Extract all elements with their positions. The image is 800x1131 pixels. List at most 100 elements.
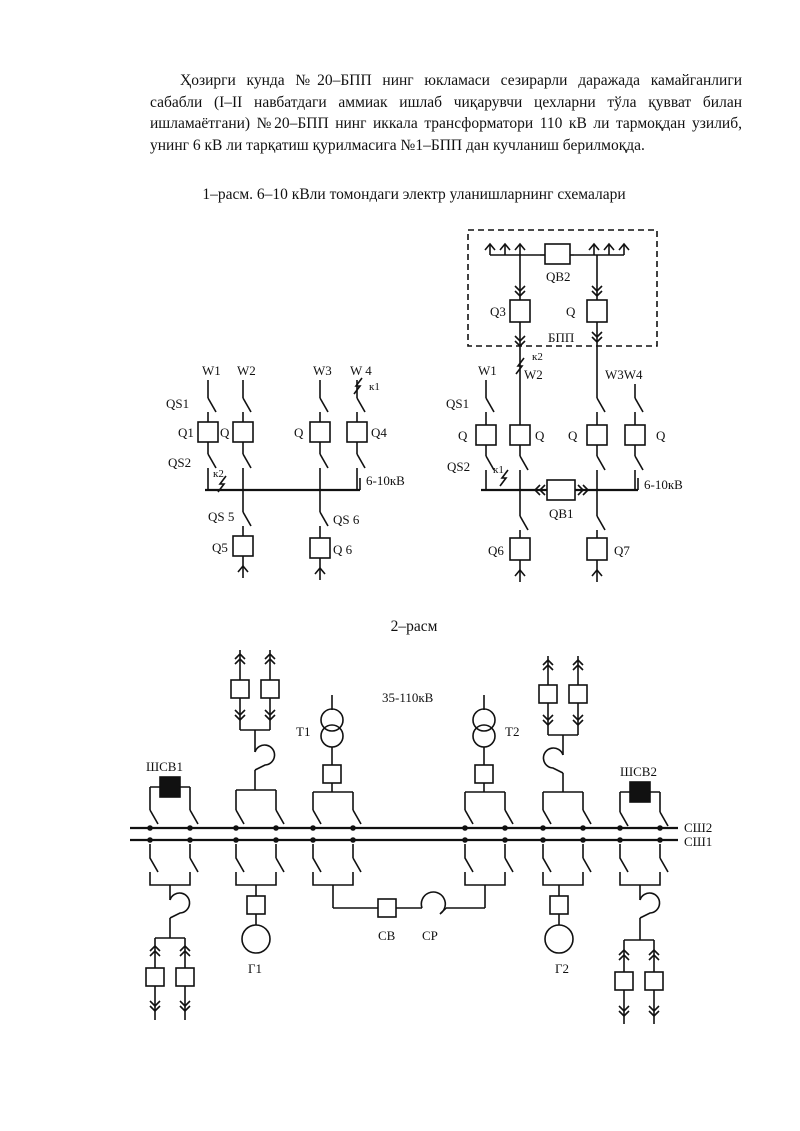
- figure2-caption: 2–расм: [390, 618, 438, 635]
- lower-bay-lines-1: [145, 825, 199, 1020]
- section-breaker-cb: [377, 898, 397, 918]
- label-t1: Т1: [296, 724, 310, 739]
- label-q-right2: Q: [535, 428, 545, 443]
- upper-bay-lines-2: [538, 656, 592, 843]
- label-w2-right: W2: [524, 367, 543, 382]
- breaker-qb1: [546, 479, 576, 501]
- bus-coupler-1: ШСВ1: [146, 759, 199, 843]
- breaker-q-right3: [586, 424, 608, 446]
- label-g1: Г1: [248, 961, 262, 976]
- breaker-q-w3: [309, 421, 331, 443]
- breaker-q3: [509, 299, 531, 323]
- breaker-q-right4: [624, 424, 646, 446]
- label-k1-right: к1: [493, 464, 504, 476]
- label-q6-right: Q6: [488, 543, 504, 558]
- label-q7-right: Q7: [614, 543, 630, 558]
- label-qs6: QS 6: [333, 512, 360, 527]
- right-feeder-w4: Q: [624, 384, 666, 490]
- figure1-caption: 1–расм. 6–10 кВли томондаги электр улани…: [202, 186, 626, 203]
- coupler-breaker-2: [629, 781, 651, 803]
- label-q-w2: Q: [220, 425, 230, 440]
- bus-coupler-2: ШСВ2: [617, 764, 669, 843]
- breaker-q6-right: [509, 537, 531, 561]
- figure2-scheme: 35-110кВ СШ2 СШ1 ШСВ1 ШСВ2: [130, 650, 712, 1024]
- label-q6: Q 6: [333, 542, 353, 557]
- label-qs2: QS2: [168, 455, 191, 470]
- breaker-q-right2: [509, 424, 531, 446]
- left-feeder-w3: W3 Q: [294, 363, 332, 490]
- left-feeder-w1: W1 QS1 Q1 QS2: [166, 363, 221, 490]
- lower-bay-lines-2: [614, 825, 669, 1024]
- label-q1: Q1: [178, 425, 194, 440]
- fault-k2-icon: [217, 475, 227, 493]
- label-w3: W3: [313, 363, 332, 378]
- label-q-w3: Q: [294, 425, 304, 440]
- label-cp: СР: [422, 928, 438, 943]
- breaker-qb2: [544, 243, 571, 265]
- transformer-t1-icon: [320, 708, 344, 732]
- right-bus-label: 6-10кВ: [644, 477, 683, 492]
- generator-g2-icon: [544, 924, 574, 954]
- label-qs2-right: QS2: [447, 459, 470, 474]
- label-q-bpp: Q: [566, 304, 576, 319]
- label-q-right1: Q: [458, 428, 468, 443]
- body-paragraph: Ҳозирги кунда №20–БПП нинг юкламаси сези…: [150, 70, 742, 156]
- label-k2-right: к2: [532, 351, 543, 363]
- breaker-q7-right: [586, 537, 608, 561]
- label-sh2: СШ2: [684, 820, 712, 835]
- label-k2: к2: [213, 468, 224, 480]
- breaker-q4: [346, 421, 368, 443]
- label-qs1-right: QS1: [446, 396, 469, 411]
- body-paragraph-text: Ҳозирги кунда №20–БПП нинг юкламаси сези…: [150, 72, 742, 154]
- label-q-right3: Q: [568, 428, 578, 443]
- lower-bay-section: СВ СР: [310, 825, 514, 943]
- breaker-q1: [197, 421, 219, 443]
- label-w1: W1: [202, 363, 221, 378]
- label-w1-right: W1: [478, 363, 497, 378]
- fault-k1-right-icon: [499, 469, 509, 487]
- figure1-left-scheme: 6-10кВ W1 QS1 Q1 QS2 W2: [166, 363, 405, 580]
- reactor-icon: [420, 891, 447, 915]
- right-outgoing-q7: Q7: [586, 490, 630, 582]
- label-g2: Г2: [555, 961, 569, 976]
- label-t2: Т2: [505, 724, 519, 739]
- label-qb2: QB2: [546, 269, 571, 284]
- label-sh1: СШ1: [684, 834, 712, 849]
- lower-bay-g2: Г2: [540, 825, 592, 976]
- label-shsv2: ШСВ2: [620, 764, 657, 779]
- breaker-q-bpp: [586, 299, 608, 323]
- label-w2: W2: [237, 363, 256, 378]
- right-feeder-w1: W1 QS1 Q QS2: [446, 363, 497, 490]
- fault-k1-icon: [353, 377, 363, 395]
- label-shsv1: ШСВ1: [146, 759, 183, 774]
- breaker-q6: [309, 537, 331, 559]
- label-q-right4: Q: [656, 428, 666, 443]
- lower-bay-g1: Г1: [233, 825, 285, 976]
- label-qs5: QS 5: [208, 509, 234, 524]
- upper-bay-lines-1: [230, 650, 285, 843]
- breaker-q-w2: [232, 421, 254, 443]
- bpp-substation-box: [467, 229, 658, 347]
- label-k1: к1: [369, 381, 380, 393]
- label-q5: Q5: [212, 540, 228, 555]
- breaker-q-right1: [475, 424, 497, 446]
- breaker-q5: [232, 535, 254, 557]
- label-w3w4-right: W3W4: [605, 367, 643, 382]
- upper-bay-t2: Т2: [462, 695, 519, 843]
- left-outgoing-q6: QS 6 Q 6: [309, 490, 360, 580]
- generator-g1-icon: [241, 924, 271, 954]
- label-qs1: QS1: [166, 396, 189, 411]
- label-bpp: БПП: [548, 330, 574, 345]
- right-outgoing-q6: Q6: [488, 490, 531, 582]
- label-qb1: QB1: [549, 506, 574, 521]
- upper-bay-t1: Т1: [296, 695, 362, 843]
- label-w4: W 4: [350, 363, 372, 378]
- right-feeder-w2: W2 Q: [509, 350, 545, 490]
- left-feeder-w4: W 4 к1 Q4: [346, 363, 387, 490]
- label-voltage: 35-110кВ: [382, 690, 434, 705]
- transformer-t2-icon: [472, 708, 496, 732]
- left-outgoing-q5: QS 5 Q5: [208, 490, 254, 578]
- label-q4: Q4: [371, 425, 387, 440]
